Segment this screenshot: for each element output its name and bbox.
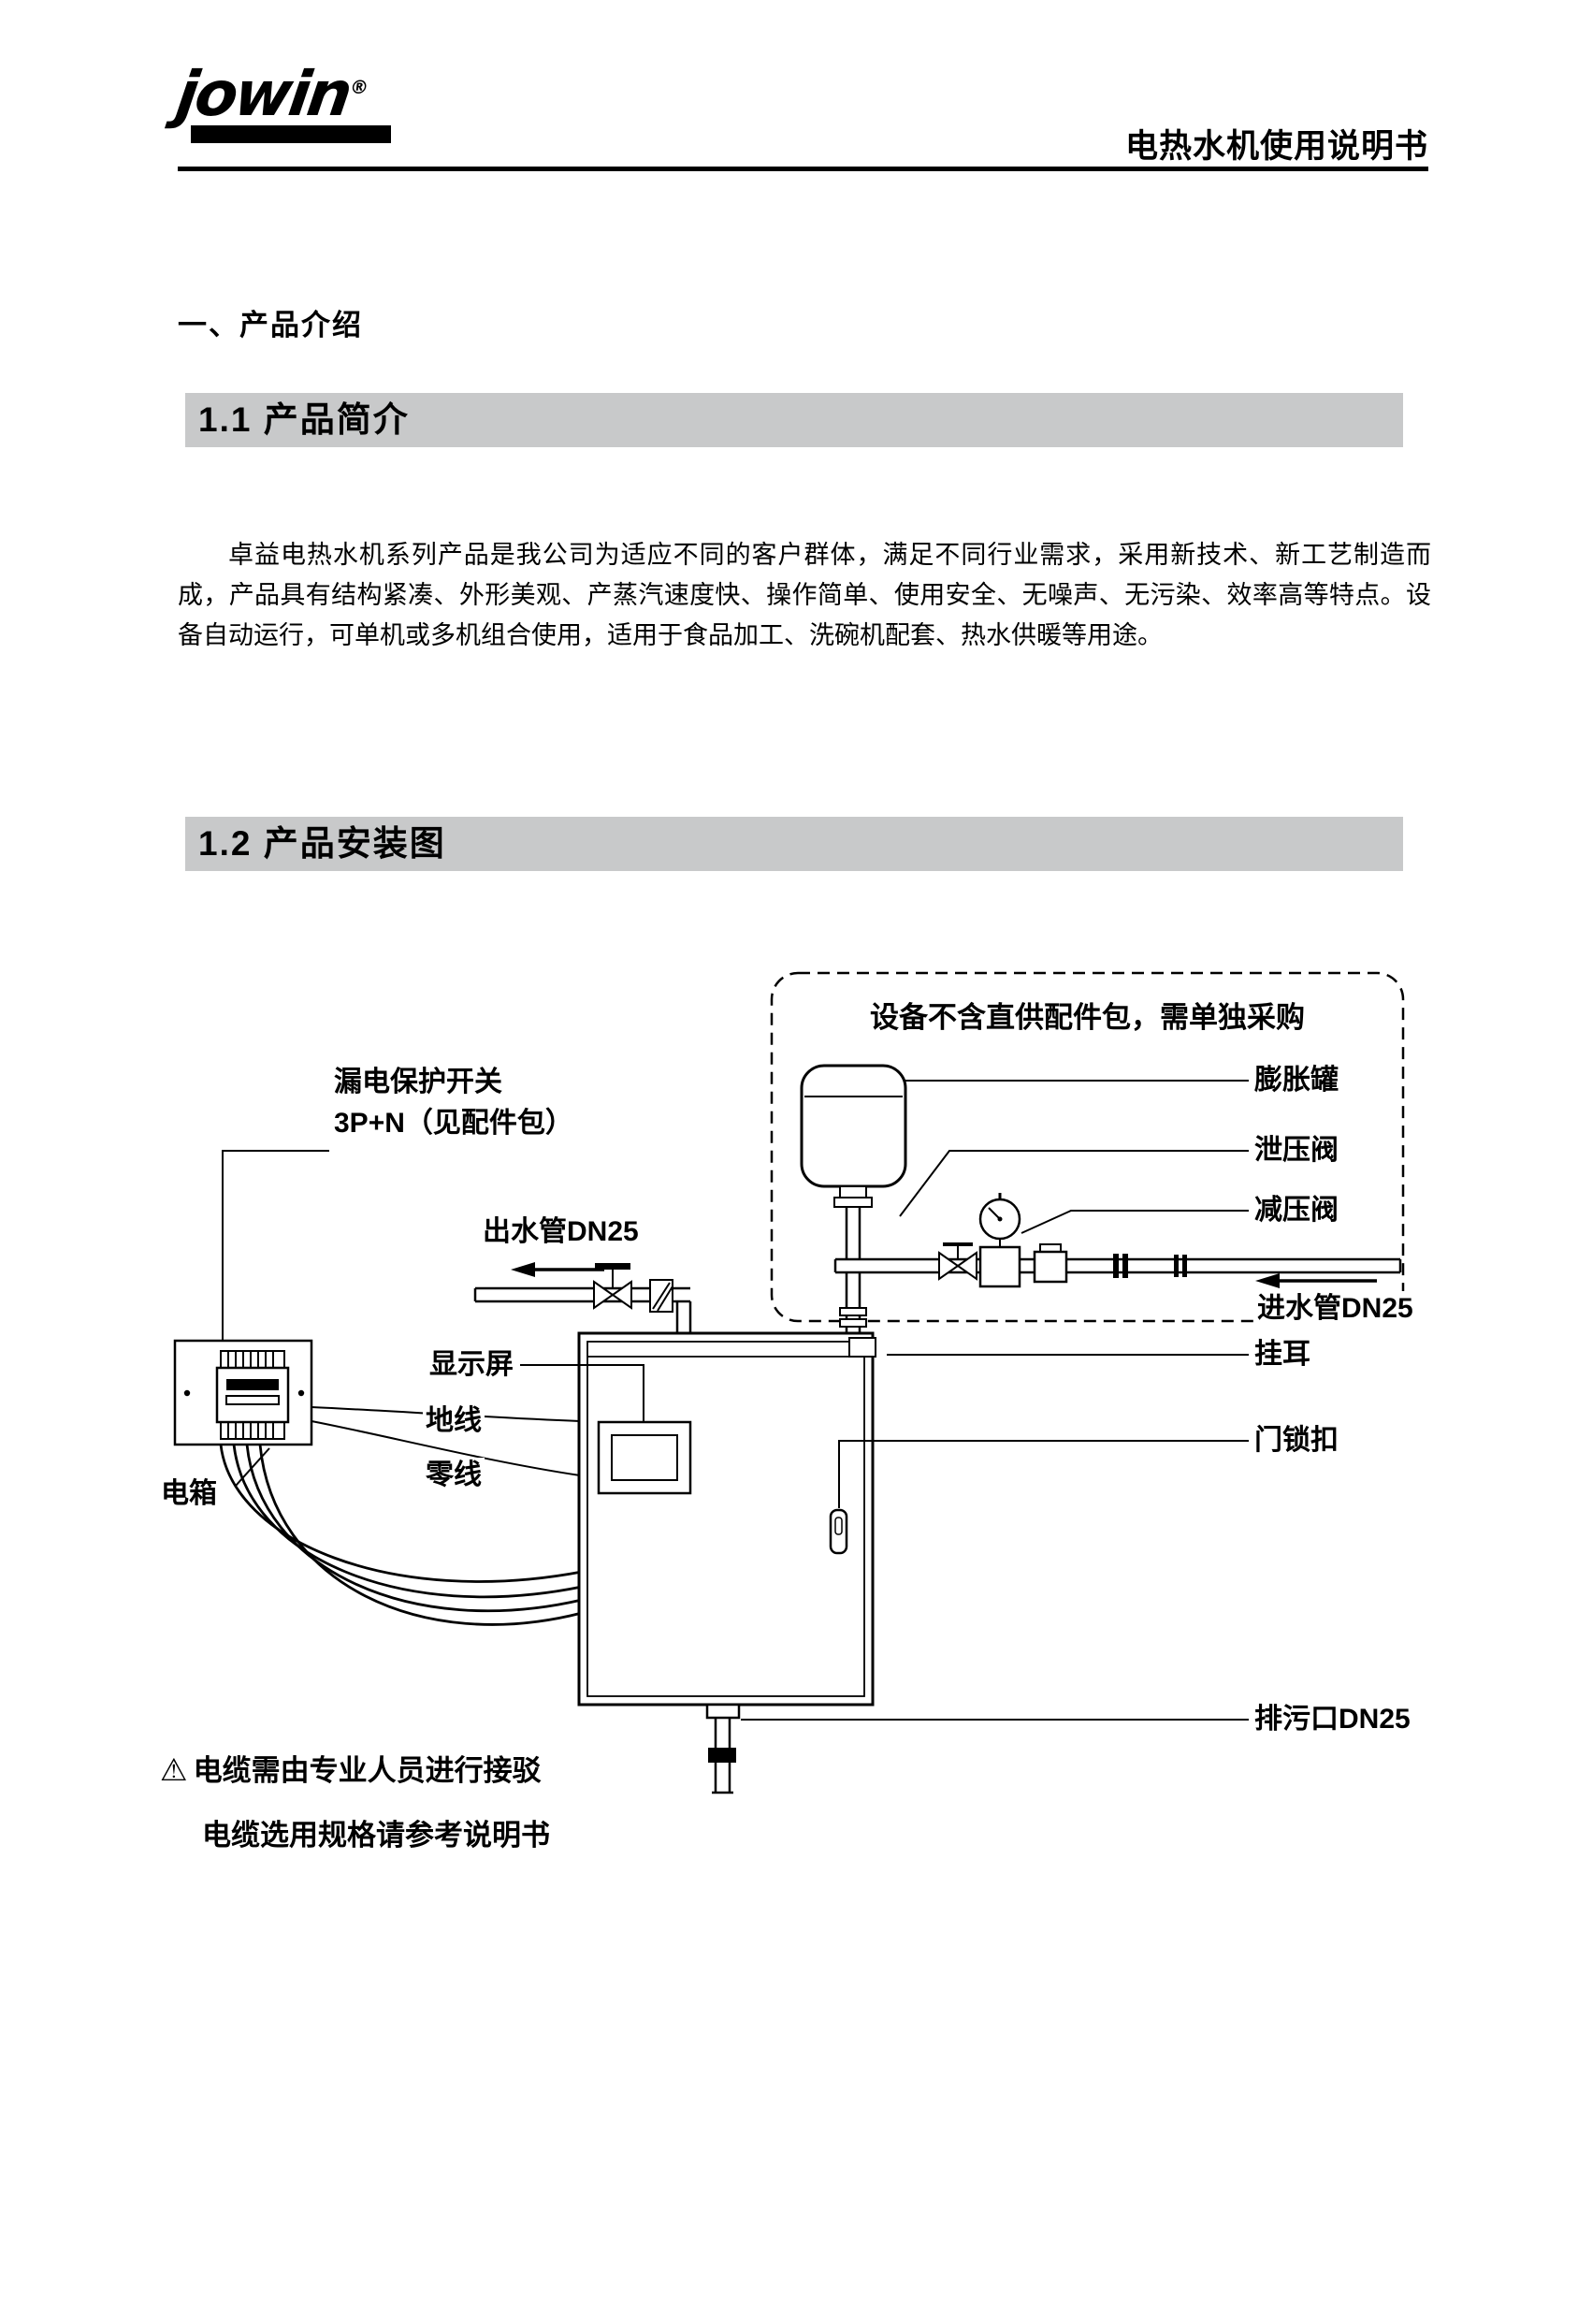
label-drain-outlet: 排污口DN25 (1254, 1704, 1411, 1735)
water-heater-cabinet (577, 1331, 876, 1707)
cable-warning-text1: 电缆需由专业人员进行接驳 (193, 1754, 542, 1787)
door-latch-part (829, 1508, 848, 1555)
label-electric-box: 电箱 (161, 1478, 217, 1509)
label-hanging-ear: 挂耳 (1254, 1339, 1310, 1370)
accessories-note: 设备不含直供配件包，需单独采购 (870, 1001, 1305, 1034)
inlet-flow-arrow (1255, 1273, 1377, 1288)
label-expansion-tank: 膨胀罐 (1254, 1065, 1339, 1096)
subsection-1-2-banner: 1.2 产品安装图 (185, 817, 1403, 871)
warning-icon: ⚠ (160, 1752, 188, 1787)
leader-lines (222, 1080, 1249, 1721)
logo-underline-bar (191, 125, 391, 143)
outlet-flow-arrow (511, 1262, 604, 1277)
label-outlet-pipe: 出水管DN25 (483, 1216, 639, 1247)
breaker-device (215, 1350, 290, 1440)
label-ground-wire: 地线 (423, 1403, 485, 1439)
drain-pipe-part (705, 1703, 741, 1794)
outlet-ball-valve (593, 1263, 632, 1310)
expansion-tank-part (800, 1064, 907, 1208)
label-door-latch: 门锁扣 (1254, 1425, 1339, 1456)
label-reducing-valve: 减压阀 (1254, 1195, 1339, 1226)
cable-warning-line2: 电缆选用规格请参考说明书 (202, 1819, 550, 1852)
inlet-ball-valve (938, 1242, 977, 1281)
logo-text: jowin (172, 58, 355, 130)
cable-warning-line1: ⚠电缆需由专业人员进行接驳 (160, 1751, 542, 1790)
pipe-unions (1113, 1254, 1187, 1278)
label-relief-valve: 泄压阀 (1254, 1135, 1339, 1166)
label-display-screen: 显示屏 (427, 1347, 516, 1383)
label-leakage-switch-line2: 3P+N（见配件包） (334, 1108, 573, 1139)
registered-trademark-icon: ® (348, 76, 370, 98)
label-inlet-pipe: 进水管DN25 (1254, 1291, 1416, 1327)
outlet-union (649, 1279, 673, 1313)
accessories-note-box (770, 971, 1405, 1323)
cable-bundle (219, 1444, 583, 1626)
jowin-logo: jowin® (172, 58, 391, 143)
logo-wordmark: jowin® (172, 58, 396, 130)
display-panel (597, 1420, 692, 1495)
label-neutral-wire: 零线 (423, 1458, 485, 1493)
pressure-reducing-valve (978, 1193, 1068, 1288)
section-heading: 一、产品介绍 (178, 309, 363, 341)
hanging-ear-tab (848, 1337, 876, 1358)
header-divider (178, 167, 1428, 171)
pressure-gauge-icon (978, 1193, 1021, 1241)
electric-box-part (173, 1339, 313, 1446)
outlet-pipe-part (473, 1262, 692, 1333)
label-leakage-switch-line1: 漏电保护开关 (334, 1067, 502, 1097)
installation-diagram-art (173, 971, 1405, 1794)
intro-paragraph: 卓益电热水机系列产品是我公司为适应不同的客户群体，满足不同行业需求，采用新技术、… (178, 541, 1431, 649)
document-title: 电热水机使用说明书 (1124, 128, 1428, 165)
subsection-1-1-banner: 1.1 产品简介 (185, 393, 1403, 447)
